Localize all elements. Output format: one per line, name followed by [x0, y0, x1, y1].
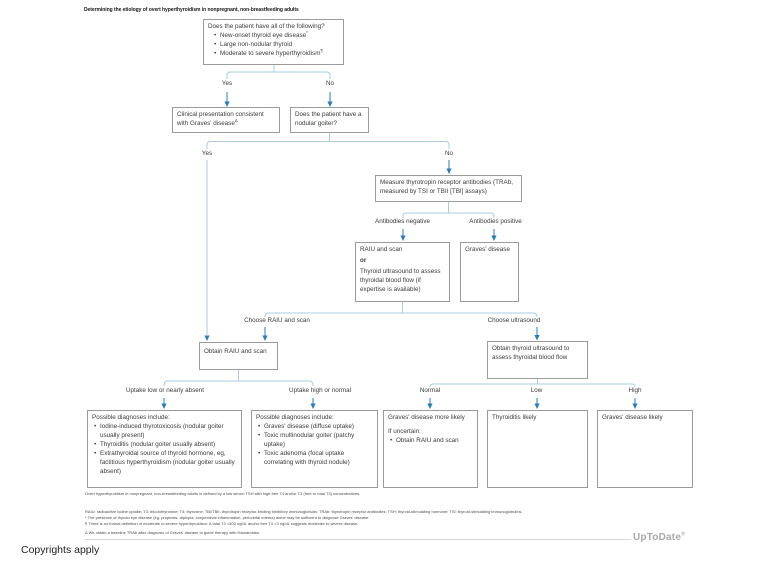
footnote-asterisk: * The presence of thyroid eye disease (e…	[85, 514, 370, 520]
clinical-graves-text: Clinical presentation consistent with Gr…	[177, 111, 264, 127]
diagnosis-bullet: Toxic adenoma (focal uptake correlating …	[256, 450, 373, 468]
uptodate-logo-text: UpToDate	[633, 532, 682, 543]
obtain-raiu-text: Obtain RAIU and scan	[204, 348, 267, 355]
screening-bullet: Moderate to severe hyperthyroidism¶	[212, 47, 339, 59]
branch-label-high: High	[628, 386, 642, 394]
screening-bullet: New-onset thyroid eye disease*	[212, 29, 339, 41]
diagnosis-bullet: Graves' disease (diffuse uptake)	[256, 423, 373, 432]
branch-label-choose-ultrasound: Choose ultrasound	[487, 316, 541, 324]
measure-trab-text: Measure thyrotropin receptor antibodies …	[380, 179, 513, 195]
footnote-definition: Overt hyperthyroidism in nonpregnant, no…	[85, 490, 361, 496]
screening-question: Does the patient have all of the followi…	[208, 23, 325, 30]
bullet-text: New-onset thyroid eye disease	[220, 31, 307, 39]
branch-label-choose-raiu: Choose RAIU and scan	[244, 316, 310, 324]
branch-label-antibodies-positive: Antibodies positive	[469, 218, 522, 225]
footnote-abbreviations: RAIU: radioactive iodine uptake; T3: tri…	[85, 508, 523, 514]
branch-label-antibodies-negative: Antibodies negative	[375, 218, 430, 225]
copyright-note: Copyrights apply	[21, 544, 100, 556]
branch-label-yes-2: Yes	[201, 149, 213, 157]
diagnoses-header: Possible diagnoses include:	[256, 414, 334, 421]
figure-title: Determining the etiology of overt hypert…	[84, 7, 299, 13]
flow-box-screening-question: Does the patient have all of the followi…	[203, 19, 344, 65]
diagnosis-bullet: Iodine-induced thyrotoxicosis (nodular g…	[92, 423, 237, 441]
flow-box-graves-antibody-positive: Graves' disease	[460, 242, 519, 302]
us-high-text: Graves' disease likely	[602, 414, 663, 421]
us-low-text: Thyroiditis likely	[492, 414, 537, 421]
footnote-pilcrow: ¶ There is no formal definition of moder…	[85, 521, 359, 526]
flow-box-measure-trab: Measure thyrotropin receptor antibodies …	[375, 175, 522, 202]
footer-divider	[85, 539, 631, 540]
branch-label-yes-1: Yes	[221, 79, 233, 87]
flow-box-ultrasound-normal-result: Graves' disease more likely If uncertain…	[383, 410, 478, 488]
flow-box-ultrasound-low-result: Thyroiditis likely	[487, 410, 588, 488]
flow-box-diagnoses-uptake-high: Possible diagnoses include: Graves' dise…	[251, 410, 378, 488]
screening-bullet: Large non-nodular thyroid	[212, 41, 339, 50]
footnote-delta: Δ We obtain a baseline TRAb after diagno…	[85, 529, 261, 535]
uptodate-logo: UpToDate®	[633, 532, 685, 543]
bullet-text: Large non-nodular thyroid	[220, 40, 293, 48]
branch-label-no-2: No	[444, 149, 454, 157]
or-text: or	[360, 256, 367, 264]
flow-box-obtain-ultrasound: Obtain thyroid ultrasound to assess thyr…	[487, 341, 588, 379]
diagnosis-bullet: Thyroiditis (nodular goiter usually abse…	[92, 441, 237, 450]
footnote-marker: Δ	[234, 117, 238, 123]
raiu-option-text: RAIU and scan	[360, 246, 403, 253]
flow-box-diagnoses-uptake-low: Possible diagnoses include: Iodine-induc…	[87, 410, 242, 488]
arrow-heads	[161, 101, 638, 409]
connector-lines	[163, 65, 636, 388]
branch-label-uptake-low: Uptake low or nearly absent	[125, 386, 205, 394]
footnote-marker: ¶	[320, 47, 323, 53]
branch-label-normal: Normal	[419, 386, 441, 394]
us-normal-text: Graves' disease more likely	[388, 414, 465, 421]
footnote-marker: *	[306, 29, 308, 35]
branch-label-no-1: No	[325, 79, 335, 87]
arrow-shafts	[163, 92, 636, 404]
flow-box-obtain-raiu: Obtain RAIU and scan	[199, 342, 278, 370]
flow-box-ultrasound-high-result: Graves' disease likely	[597, 410, 693, 488]
ultrasound-option-text: Thyroid ultrasound to assess thyroidal b…	[360, 267, 441, 293]
flow-box-raiu-or-ultrasound: RAIU and scan or Thyroid ultrasound to a…	[355, 242, 450, 302]
us-normal-bullet: Obtain RAIU and scan	[388, 437, 473, 446]
flow-box-nodular-goiter: Does the patient have a nodular goiter?	[290, 107, 369, 133]
diagnosis-bullet: Toxic multinodular goiter (patchy uptake…	[256, 432, 373, 450]
diagnoses-header: Possible diagnoses include:	[92, 414, 170, 421]
branch-label-uptake-high: Uptake high or normal	[289, 386, 351, 394]
bullet-text: Moderate to severe hyperthyroidism	[220, 49, 321, 57]
us-normal-uncertain-text: If uncertain:	[388, 427, 421, 435]
obtain-ultrasound-text: Obtain thyroid ultrasound to assess thyr…	[492, 345, 570, 361]
nodular-goiter-text: Does the patient have a nodular goiter?	[295, 111, 362, 127]
branch-label-low: Low	[530, 386, 543, 394]
graves-positive-text: Graves' disease	[465, 246, 510, 253]
flow-box-clinical-graves: Clinical presentation consistent with Gr…	[172, 107, 280, 133]
registered-mark: ®	[681, 531, 685, 538]
diagnosis-bullet: Extrathyroidal source of thyroid hormone…	[92, 450, 237, 477]
